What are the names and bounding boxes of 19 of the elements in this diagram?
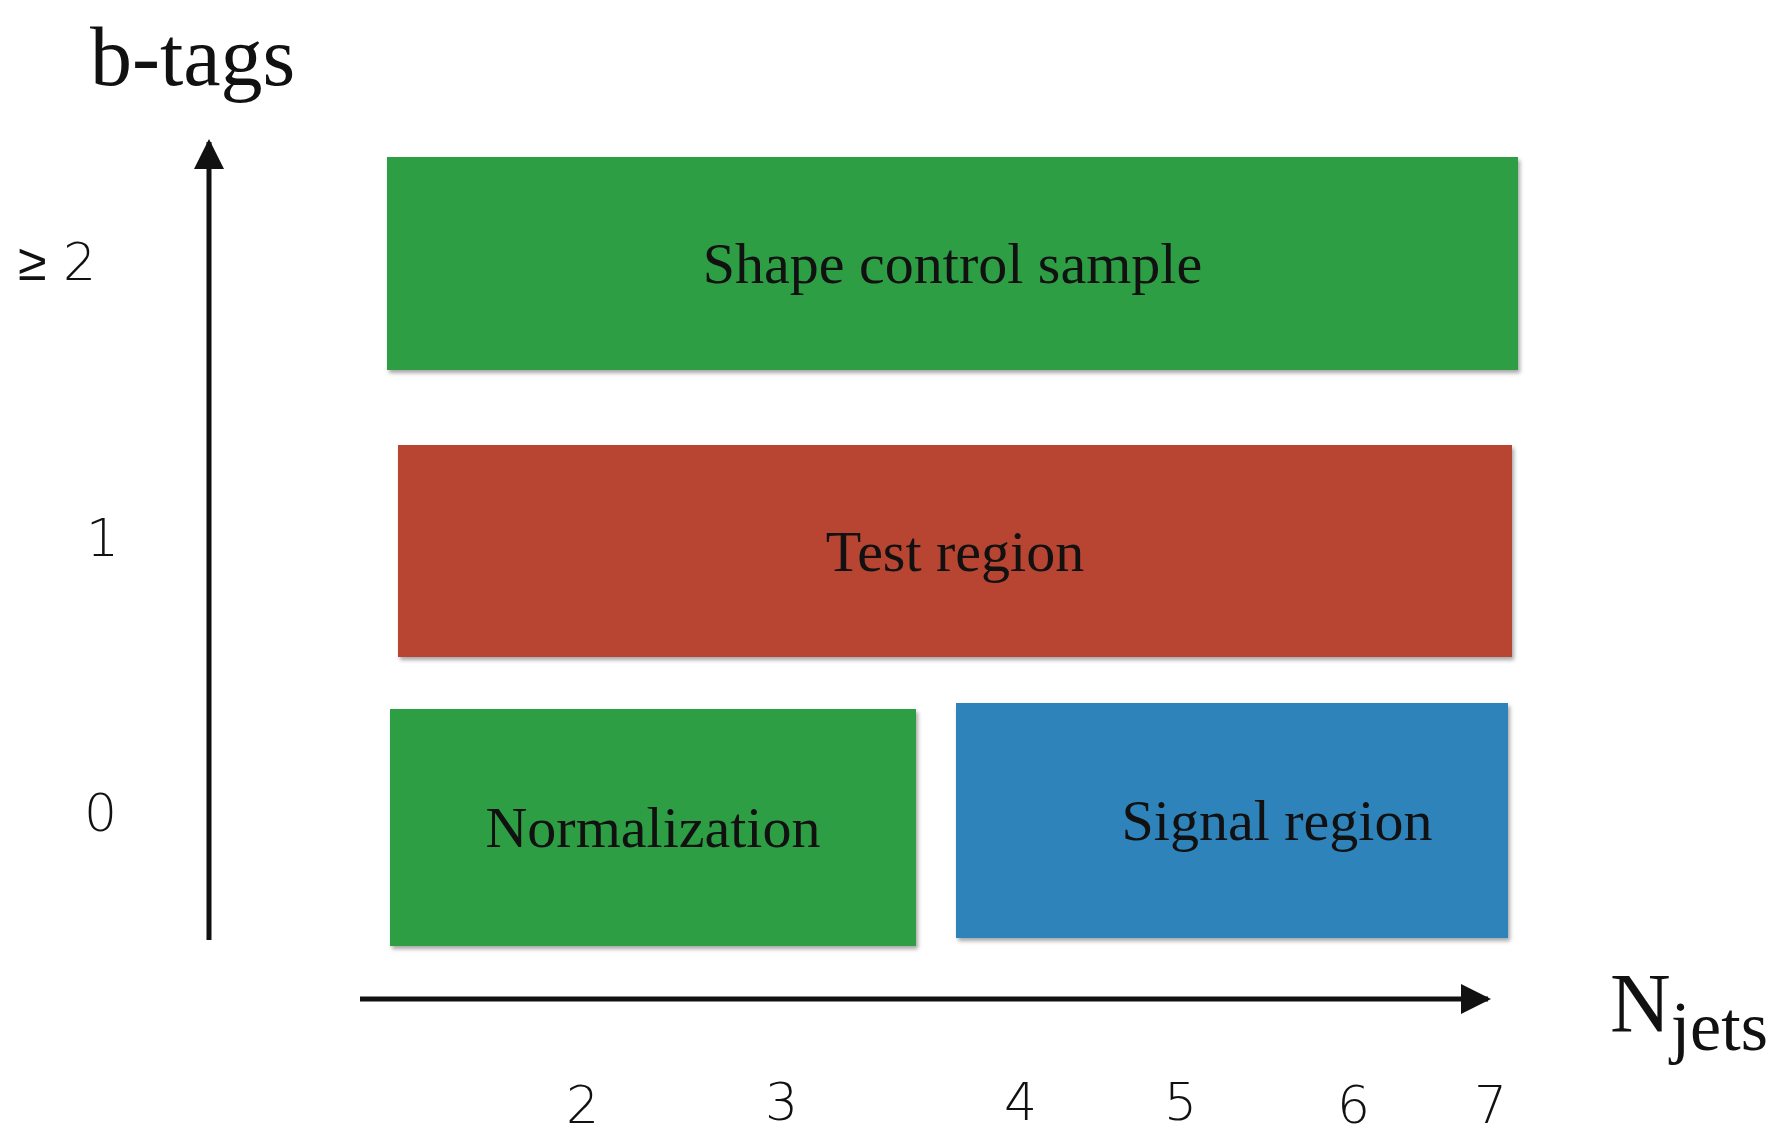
region-box <box>387 157 1518 370</box>
region-label: Shape control sample <box>702 230 1203 297</box>
region-box <box>390 709 916 946</box>
region-box <box>398 445 1512 657</box>
tick-label: 1 <box>86 508 120 568</box>
tick-label: 7 <box>1474 1075 1508 1135</box>
tick-label: 2 <box>566 1075 600 1135</box>
tick-label: 0 <box>84 783 118 843</box>
region-label: Test region <box>825 517 1085 585</box>
tick-label: 6 <box>1337 1075 1371 1135</box>
region-label: Normalization <box>485 794 821 861</box>
tick-label: 4 <box>1004 1072 1038 1132</box>
axis-title: N$_{jets}$ <box>1610 956 1768 1067</box>
tick-label: 5 <box>1164 1072 1198 1132</box>
tick-label: ≥ 2 <box>18 232 97 292</box>
region-label: Signal region <box>1121 787 1433 854</box>
axis-title: b-tags <box>90 9 296 105</box>
region-box <box>956 703 1508 938</box>
tick-label: 3 <box>765 1072 799 1132</box>
